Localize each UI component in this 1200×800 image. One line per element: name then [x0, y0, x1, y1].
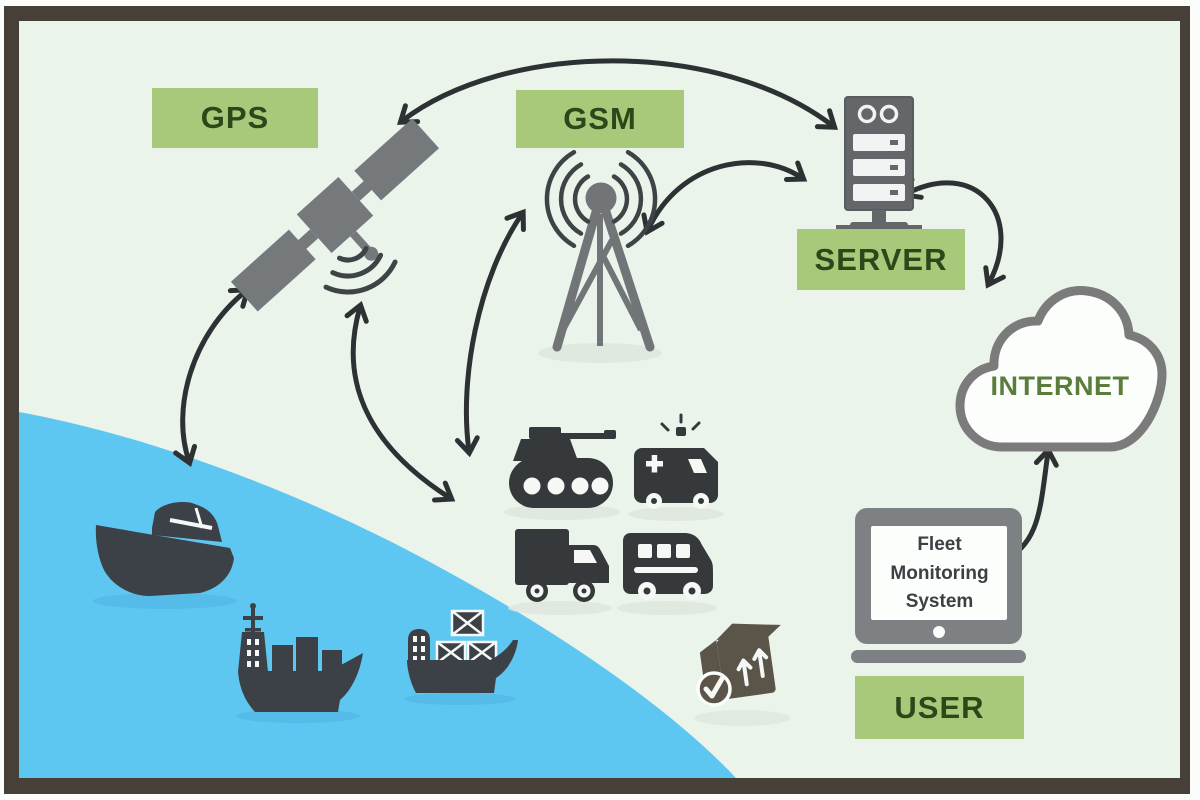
sea-water	[19, 412, 736, 778]
monitor-text-line: Monitoring	[890, 562, 989, 584]
webcam-dot	[933, 626, 945, 638]
tank-icon	[509, 427, 616, 508]
arrow-satellite-ships	[173, 287, 251, 467]
internet-label: INTERNET	[990, 370, 1130, 401]
fleet-monitoring-system-text: Fleet Monitoring System	[872, 529, 1007, 619]
signal-waves-icon	[544, 149, 658, 249]
monitor-text-line: Fleet	[917, 534, 962, 556]
monitor-screen	[871, 526, 1007, 620]
container-ship-icon	[407, 609, 518, 693]
shadows	[93, 343, 790, 726]
arrow-tower-server	[641, 160, 808, 236]
bus-icon	[623, 533, 713, 600]
connection-arrows	[173, 58, 1059, 569]
gps-label: GPS	[152, 88, 318, 148]
gsm-label: GSM	[516, 90, 684, 148]
package-check-icon	[696, 623, 781, 707]
monitor-text-line: System	[905, 591, 974, 613]
server-icon	[836, 96, 922, 232]
satellite-icon	[230, 118, 440, 312]
arrow-satellite-vehicles	[344, 300, 456, 503]
cruise-ship-icon	[95, 502, 234, 596]
cargo-ship-icon	[238, 603, 363, 712]
arrow-server-internet	[900, 177, 1006, 289]
server-label: SERVER	[797, 229, 965, 290]
signal-waves-icon	[323, 246, 398, 295]
cell-tower-icon	[544, 149, 658, 352]
truck-icon	[515, 529, 609, 602]
user-label: USER	[855, 676, 1024, 739]
arrow-tower-vehicles	[454, 208, 526, 458]
internet-cloud-icon	[955, 286, 1167, 452]
ambulance-icon	[634, 413, 720, 509]
monitor-icon	[851, 508, 1026, 663]
arrow-satellite-server	[396, 58, 839, 130]
